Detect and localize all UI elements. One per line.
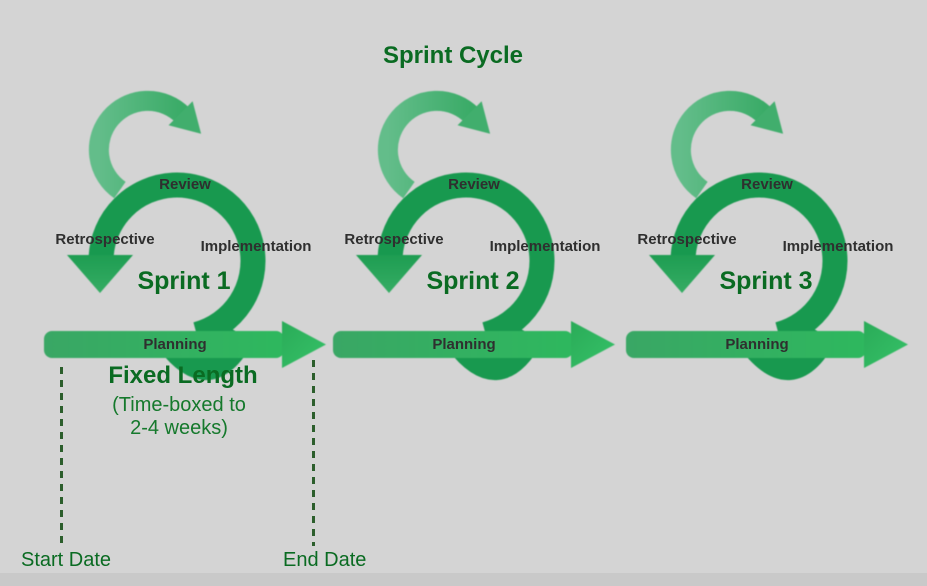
timebox-note-line2: 2-4 weeks): [130, 417, 228, 439]
review-label: Review: [159, 176, 211, 193]
sprint-name: Sprint 3: [719, 267, 813, 295]
diagram-title: Sprint Cycle: [382, 42, 524, 69]
sprint-1-group: Review Retrospective Implementation Spri…: [28, 85, 348, 395]
start-date-dashed-line: [60, 367, 63, 546]
planning-label: Planning: [432, 336, 496, 353]
review-label: Review: [741, 176, 793, 193]
timebox-note: (Time-boxed to 2-4 weeks): [112, 394, 246, 440]
start-date-label: Start Date: [21, 549, 112, 571]
fixed-length-heading: Fixed Length: [108, 362, 258, 389]
retrospective-label: Retrospective: [637, 231, 737, 248]
retrospective-label: Retrospective: [55, 231, 155, 248]
sprint-name: Sprint 1: [137, 267, 231, 295]
implementation-label: Implementation: [200, 238, 312, 255]
implementation-label: Implementation: [489, 238, 601, 255]
planning-label: Planning: [143, 336, 207, 353]
retrospective-label: Retrospective: [344, 231, 444, 248]
review-label: Review: [448, 176, 500, 193]
end-date-dashed-line: [312, 360, 315, 546]
implementation-label: Implementation: [782, 238, 894, 255]
planning-label: Planning: [725, 336, 789, 353]
sprint-2-group: Review Retrospective Implementation Spri…: [317, 85, 637, 395]
end-date-label: End Date: [283, 549, 367, 571]
sprint-name: Sprint 2: [426, 267, 520, 295]
timebox-note-line1: (Time-boxed to: [112, 394, 246, 416]
sprint-3-group: Review Retrospective Implementation Spri…: [610, 85, 927, 395]
